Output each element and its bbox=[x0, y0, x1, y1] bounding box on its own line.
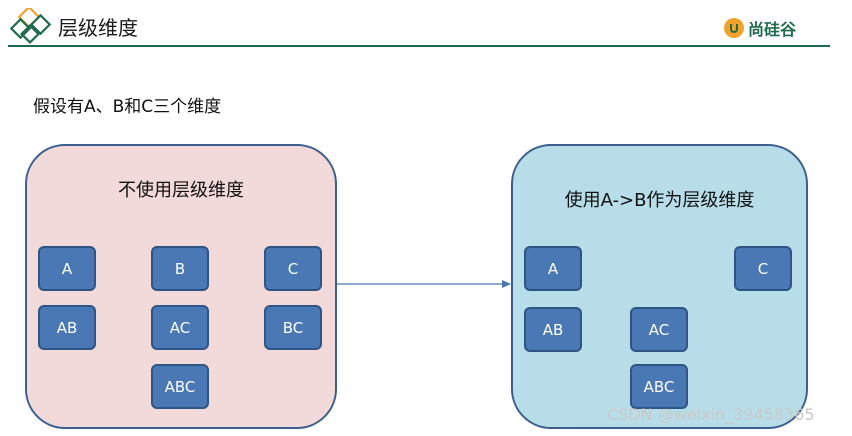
node-ac: AC bbox=[630, 307, 688, 352]
right-panel: 使用A->B作为层级维度 A C AB AC ABC bbox=[511, 144, 808, 429]
node-b: B bbox=[151, 246, 209, 291]
brand-name: 尚硅谷 bbox=[748, 20, 797, 39]
node-ab: AB bbox=[38, 305, 96, 350]
left-panel: 不使用层级维度 A B C AB AC BC ABC bbox=[25, 144, 337, 429]
node-ac: AC bbox=[151, 305, 209, 350]
node-a: A bbox=[38, 246, 96, 291]
intro-text: 假设有A、B和C三个维度 bbox=[33, 97, 222, 117]
brand-u-icon bbox=[724, 18, 744, 38]
node-c: C bbox=[734, 246, 792, 291]
node-abc: ABC bbox=[630, 364, 688, 409]
node-c: C bbox=[264, 246, 322, 291]
header-divider bbox=[8, 45, 830, 47]
node-ab: AB bbox=[524, 307, 582, 352]
node-bc: BC bbox=[264, 305, 322, 350]
left-panel-title: 不使用层级维度 bbox=[118, 180, 244, 201]
watermark: CSDN @weixin_39458365 bbox=[607, 405, 815, 424]
connector-arrow bbox=[337, 280, 511, 288]
right-panel-title: 使用A->B作为层级维度 bbox=[564, 190, 755, 211]
brand-logo: 尚硅谷 bbox=[724, 16, 796, 40]
page-title: 层级维度 bbox=[58, 16, 138, 40]
node-abc: ABC bbox=[151, 364, 209, 409]
node-a: A bbox=[524, 246, 582, 291]
diamond-logo-icon bbox=[8, 5, 52, 50]
